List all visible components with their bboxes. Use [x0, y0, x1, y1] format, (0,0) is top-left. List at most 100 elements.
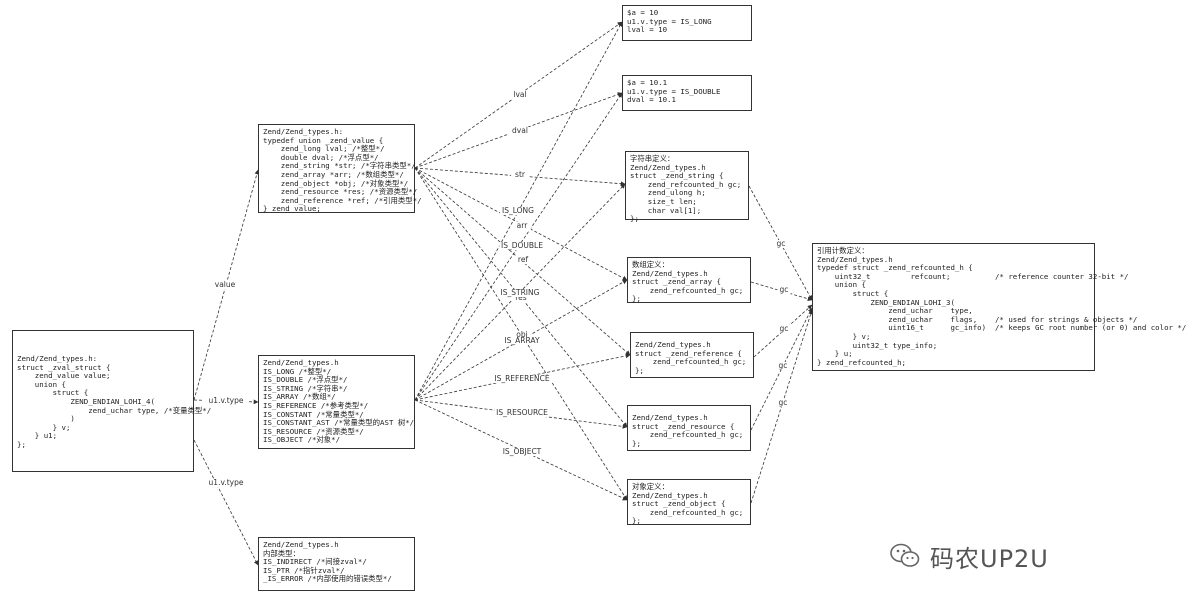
code-line: IS_PTR /*指针zval*/: [263, 565, 345, 575]
code-line: char val[1];: [630, 205, 702, 215]
code-line: ZEND_ENDIAN_LOHI_4(: [17, 396, 155, 406]
code-line: };: [635, 365, 644, 375]
edge-label-res: res: [515, 293, 527, 302]
edge-label-bg: [497, 289, 543, 297]
edge-label-bg: [776, 399, 790, 407]
edge-label-is-string: IS_STRING: [501, 288, 540, 297]
code-line: uint32_t type_info;: [817, 340, 938, 350]
code-line: Zend/Zend_types.h: [635, 340, 711, 349]
code-line: zend_refcounted_h gc;: [635, 357, 747, 367]
edge-label-u1-type-a: u1.v.type: [209, 396, 244, 405]
code-line: zend_value value;: [17, 371, 111, 381]
code-line: };: [632, 438, 641, 448]
code-line: zend_refcounted_h gc;: [632, 285, 744, 295]
code-line: IS_STRING /*字符串*/: [263, 383, 348, 393]
edge-u1-type-b: [193, 439, 259, 566]
edge-label-bg: [499, 448, 545, 456]
code-line: struct _zend_reference {: [635, 348, 742, 358]
code-line: union {: [17, 379, 66, 389]
code-line: size_t len;: [630, 196, 697, 206]
code-line: struct _zend_string {: [630, 171, 724, 181]
edge-label-is-array: IS_ARRAY: [504, 336, 540, 345]
code-line: };: [17, 439, 26, 449]
zval-struct-box: Zend/Zend_types.h:struct _zval_struct { …: [12, 330, 212, 472]
code-line: typedef union _zend_value {: [263, 135, 384, 145]
code-line: 引用计数定义：: [817, 246, 869, 255]
code-line: $a = 10.1: [627, 78, 668, 87]
code-line: zend_refcounted_h gc;: [632, 507, 744, 517]
code-line: ZEND_ENDIAN_LOHI_3(: [817, 297, 955, 307]
edge-label-bg: [203, 479, 249, 487]
wechat-icon: [890, 542, 920, 570]
edge-label-bg: [499, 242, 545, 250]
code-line: 对象定义：: [632, 482, 669, 491]
code-line: lval = 10: [627, 25, 668, 35]
edge-label-is-object: IS_OBJECT: [503, 447, 542, 456]
code-line: Zend/Zend_types.h: [263, 358, 339, 367]
edge-label-is-resource: IS_RESOURCE: [496, 408, 548, 417]
edge-label-gc-res: gc: [779, 361, 788, 370]
code-line: Zend/Zend_types.h: [263, 540, 339, 549]
edge-label-bg: [511, 171, 529, 179]
code-line: 内部类型：: [263, 548, 300, 558]
code-line: } v;: [817, 331, 871, 341]
code-line: zend_reference *ref; /*引用类型*/: [263, 195, 422, 205]
code-line: Zend/Zend_types.h: [817, 254, 893, 264]
code-line: zend_resource *res; /*资源类型*/: [263, 187, 418, 197]
edge-label-bg: [513, 222, 531, 230]
edge-label-bg: [499, 207, 537, 215]
code-line: IS_LONG /*整型*/: [263, 366, 332, 376]
code-line: IS_OBJECT /*对象*/: [263, 435, 341, 445]
edge-label-bg: [777, 325, 791, 333]
edge-label-value: value: [215, 280, 236, 289]
code-line: struct {: [17, 388, 89, 398]
code-line: 字符串定义：: [630, 154, 675, 163]
code-line: zend_uchar type,: [817, 306, 973, 316]
code-line: struct _zend_resource {: [632, 421, 735, 431]
edge-label-u1-type-b: u1.v.type: [209, 478, 244, 487]
edge-gc-ref: [753, 304, 813, 358]
zend-value-box: Zend/Zend_types.h:typedef union _zend_va…: [258, 124, 422, 214]
code-line: zend_uchar type, /*变量类型*/: [17, 405, 212, 415]
code-line: };: [632, 294, 641, 304]
code-line: $a = 10: [627, 8, 659, 17]
code-line: IS_CONSTANT_AST /*常量类型的AST 树*/: [263, 418, 415, 428]
edge-label-bg: [776, 362, 790, 370]
code-line: _IS_ERROR /*内部使用的错误类型*/: [263, 574, 392, 584]
edge-is-reference: [414, 353, 631, 401]
code-line: Zend/Zend_types.h: [630, 162, 706, 172]
edge-label-gc-ref: gc: [780, 324, 789, 333]
code-line: dval = 10.1: [627, 95, 676, 105]
edge-label-str: str: [515, 170, 526, 179]
edge-label-bg: [513, 331, 531, 339]
code-line: struct _zval_struct {: [17, 362, 111, 372]
edge-label-bg: [508, 127, 532, 135]
code-line: zend_string *str; /*字符串类型*/: [263, 161, 416, 171]
code-line: struct {: [817, 288, 889, 298]
code-line: } zend_value;: [263, 204, 321, 214]
code-line: double dval; /*浮点型*/: [263, 152, 379, 162]
code-line: zend_refcounted_h gc;: [632, 430, 744, 440]
connector-layer: valueu1.v.typeu1.v.typelvaldvalstrarrref…: [193, 21, 813, 566]
edge-label-bg: [512, 294, 530, 302]
edge-label-is-reference: IS_REFERENCE: [494, 374, 550, 383]
code-line: 数组定义：: [632, 260, 669, 269]
watermark-text: 码农UP2U: [930, 544, 1049, 573]
edge-label-lval: lval: [513, 90, 526, 99]
watermark: 码农UP2U: [890, 536, 1090, 576]
code-line: u1.v.type = IS_DOUBLE: [627, 86, 721, 96]
edge-label-arr: arr: [517, 221, 529, 230]
edge-label-bg: [508, 91, 532, 99]
edge-label-bg: [514, 256, 532, 264]
edge-label-is-double: IS_DOUBLE: [501, 241, 543, 250]
code-line: ): [17, 414, 75, 424]
edge-label-bg: [777, 286, 791, 294]
code-line: Zend/Zend_types.h:: [17, 354, 98, 363]
code-line: zend_long lval; /*整型*/: [263, 144, 385, 154]
edge-label-bg: [494, 409, 550, 417]
code-line: struct _zend_object {: [632, 499, 726, 509]
code-line: u1.v.type = IS_LONG: [627, 16, 712, 26]
